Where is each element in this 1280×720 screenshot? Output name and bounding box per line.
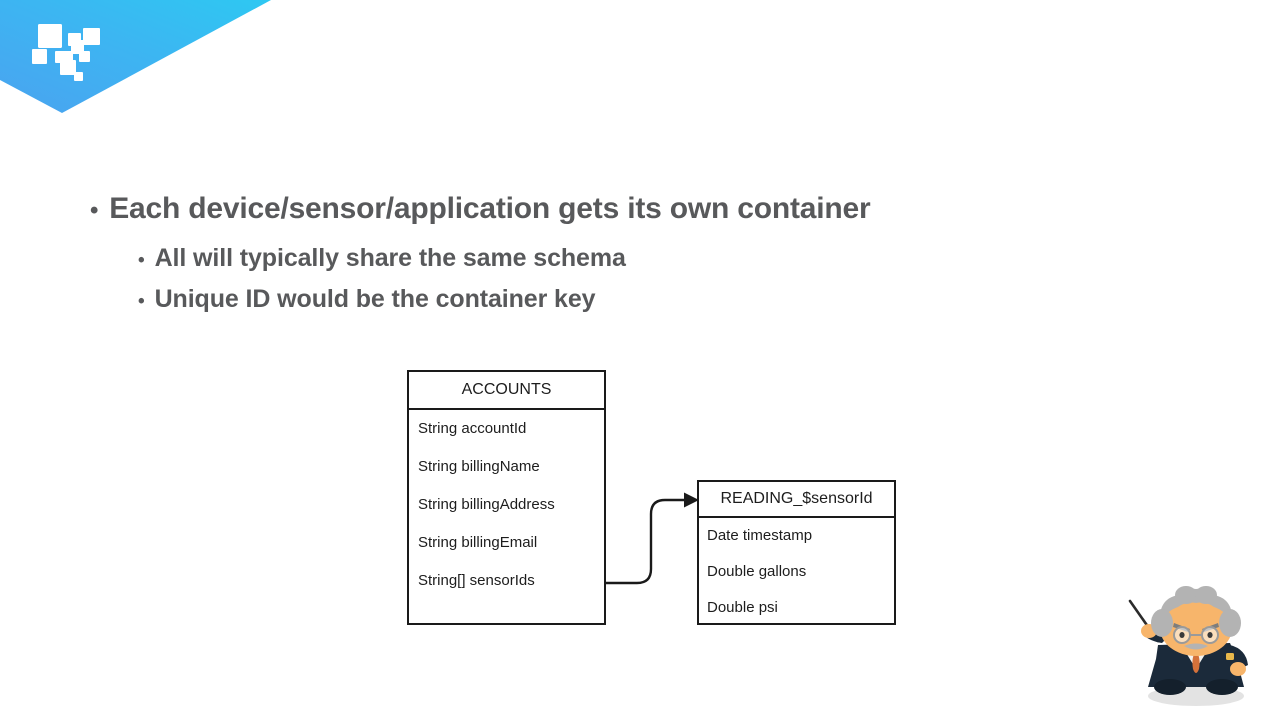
entity-box-accounts: ACCOUNTS String accountId String billing… [407,370,606,625]
entity-field: Double gallons [707,563,807,580]
entity-field: Date timestamp [707,527,813,544]
entity-field: String accountId [418,420,527,437]
professor-mascot [1118,583,1270,715]
entity-field: String[] sensorIds [418,572,535,589]
bullet-marker: • [138,250,145,272]
accounts-to-reading-arrow [595,478,710,598]
entity-field: String billingEmail [418,534,538,551]
bullet-level2-text: All will typically share the same schema [154,244,626,273]
mascot-badge [1226,653,1234,660]
mascot-tie [1192,651,1200,673]
mascot-eye-right [1207,632,1213,638]
entity-field: String billingAddress [418,496,555,513]
bullet-level2-text: Unique ID would be the container key [154,284,596,313]
mascot-mustache [1184,643,1208,650]
entity-field-list-reading: Date timestamp Double gallons Double psi [699,518,894,626]
entity-field: Double psi [707,599,778,616]
mascot-hand-right [1230,662,1246,676]
mascot-shoe-left [1154,679,1186,695]
decorative-chevron-banner [0,0,272,114]
mascot-shoe-right [1206,679,1238,695]
bullet-level1-text: Each device/sensor/application gets its … [109,192,871,225]
mascot-eye-left [1179,632,1185,638]
entity-box-reading: READING_$sensorId Date timestamp Double … [697,480,896,625]
bullet-level2-item-1: • Unique ID would be the container key [138,279,1180,320]
bullet-marker: • [138,290,145,312]
bullet-sublist: • All will typically share the same sche… [90,238,1180,319]
squares-logo-shapes [32,24,100,81]
bullet-level1-item: • Each device/sensor/application gets it… [90,190,1180,228]
bullet-level2-item-0: • All will typically share the same sche… [138,238,1180,279]
bullet-list: • Each device/sensor/application gets it… [90,190,1180,319]
entity-field-list-accounts: String accountId String billingName Stri… [409,410,604,600]
entity-title-reading: READING_$sensorId [699,482,894,518]
bullet-marker: • [90,197,99,224]
entity-field: String billingName [418,458,540,475]
entity-title-accounts: ACCOUNTS [409,372,604,410]
